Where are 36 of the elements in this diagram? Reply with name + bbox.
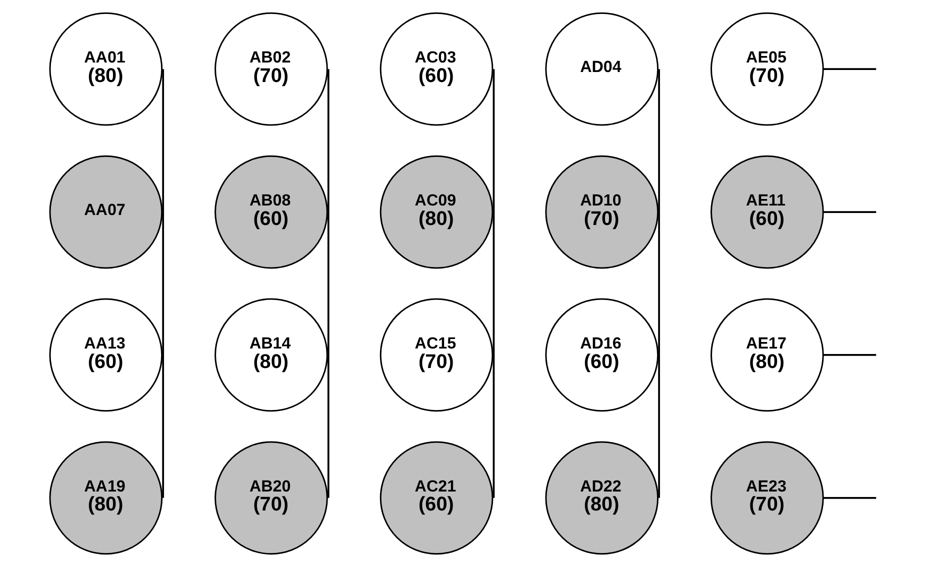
connector <box>658 354 660 498</box>
connector <box>326 212 329 355</box>
node-circle: AB14 (80) <box>214 298 328 412</box>
node-circle: AC15 (70) <box>379 298 493 412</box>
node-circle: AC09 (80) <box>379 155 493 269</box>
node-circle: AD16 (60) <box>544 298 658 412</box>
node-circle: AD10 (70) <box>544 155 658 269</box>
connector <box>822 354 876 356</box>
connector <box>492 354 494 498</box>
connector <box>492 69 494 212</box>
node-circle: AE23 (70) <box>710 441 824 555</box>
connector <box>162 212 164 355</box>
node-circle: AA01 (80) <box>48 12 162 126</box>
node-circle: AA13 (60) <box>48 298 162 412</box>
connector <box>326 354 329 498</box>
node-circle: AE05 (70) <box>710 12 824 126</box>
connector <box>162 354 164 498</box>
node-circle: AE17 (80) <box>710 298 824 412</box>
node-circle: AA19 (80) <box>48 441 162 555</box>
node-circle: AB20 (70) <box>214 441 328 555</box>
node-circle: AB02 (70) <box>214 12 328 126</box>
connector <box>658 69 660 212</box>
node-circle: AE11 (60) <box>710 155 824 269</box>
node-circle: AD22 (80) <box>544 441 658 555</box>
node-circle: AA07 <box>48 155 162 269</box>
node-circle: AC21 (60) <box>379 441 493 555</box>
node-circle: AB08 (60) <box>214 155 328 269</box>
connector <box>162 69 164 212</box>
connector <box>492 212 494 355</box>
connector <box>822 211 876 213</box>
node-circle: AC03 (60) <box>379 12 493 126</box>
connector <box>658 212 660 355</box>
connector <box>326 69 329 212</box>
node-circle: AD04 <box>544 12 658 126</box>
connector <box>822 496 876 499</box>
connector <box>822 68 876 70</box>
